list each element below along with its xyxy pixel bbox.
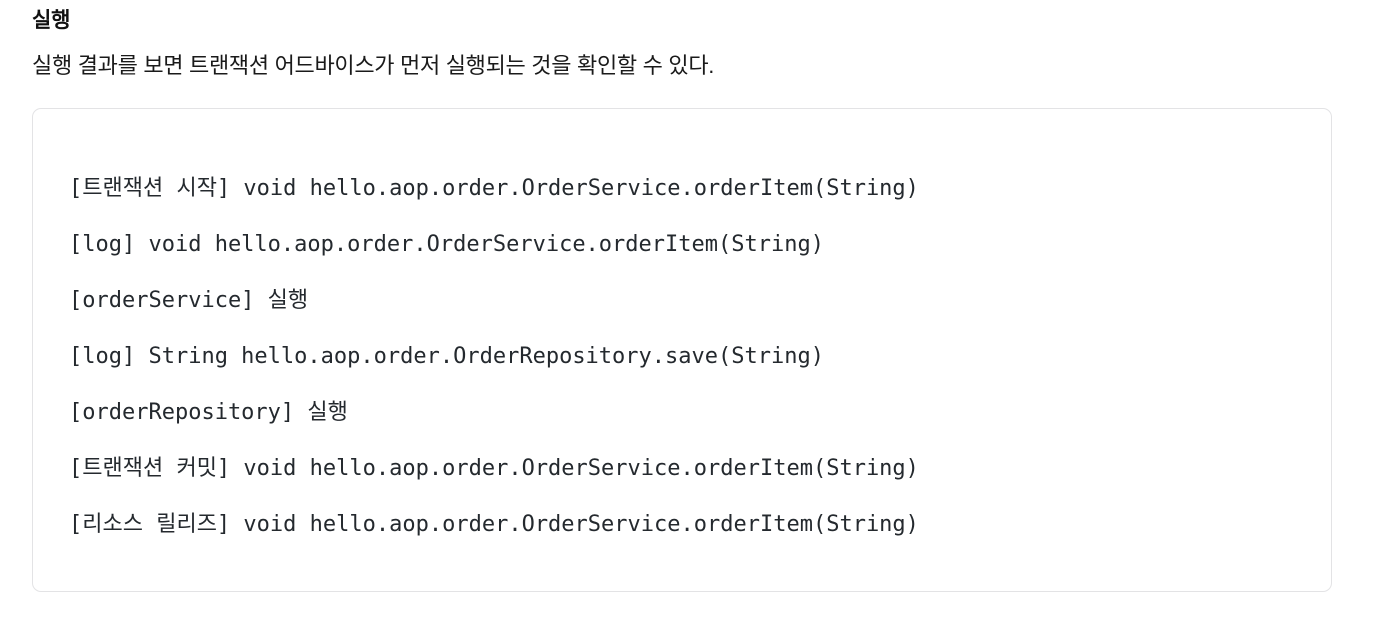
code-line: [트랜잭션 시작] void hello.aop.order.OrderServ… <box>69 176 919 201</box>
section-paragraph: 실행 결과를 보면 트랜잭션 어드바이스가 먼저 실행되는 것을 확인할 수 있… <box>32 53 715 78</box>
section-heading: 실행 <box>32 9 71 32</box>
code-line: [log] void hello.aop.order.OrderService.… <box>69 232 824 257</box>
code-line: [orderService] 실행 <box>69 288 309 313</box>
code-line: [orderRepository] 실행 <box>69 400 348 425</box>
code-line: [log] String hello.aop.order.OrderReposi… <box>69 344 824 369</box>
code-line: [리소스 릴리즈] void hello.aop.order.OrderServ… <box>69 512 919 537</box>
code-line: [트랜잭션 커밋] void hello.aop.order.OrderServ… <box>69 456 919 481</box>
code-block: [트랜잭션 시작] void hello.aop.order.OrderServ… <box>32 108 1332 592</box>
